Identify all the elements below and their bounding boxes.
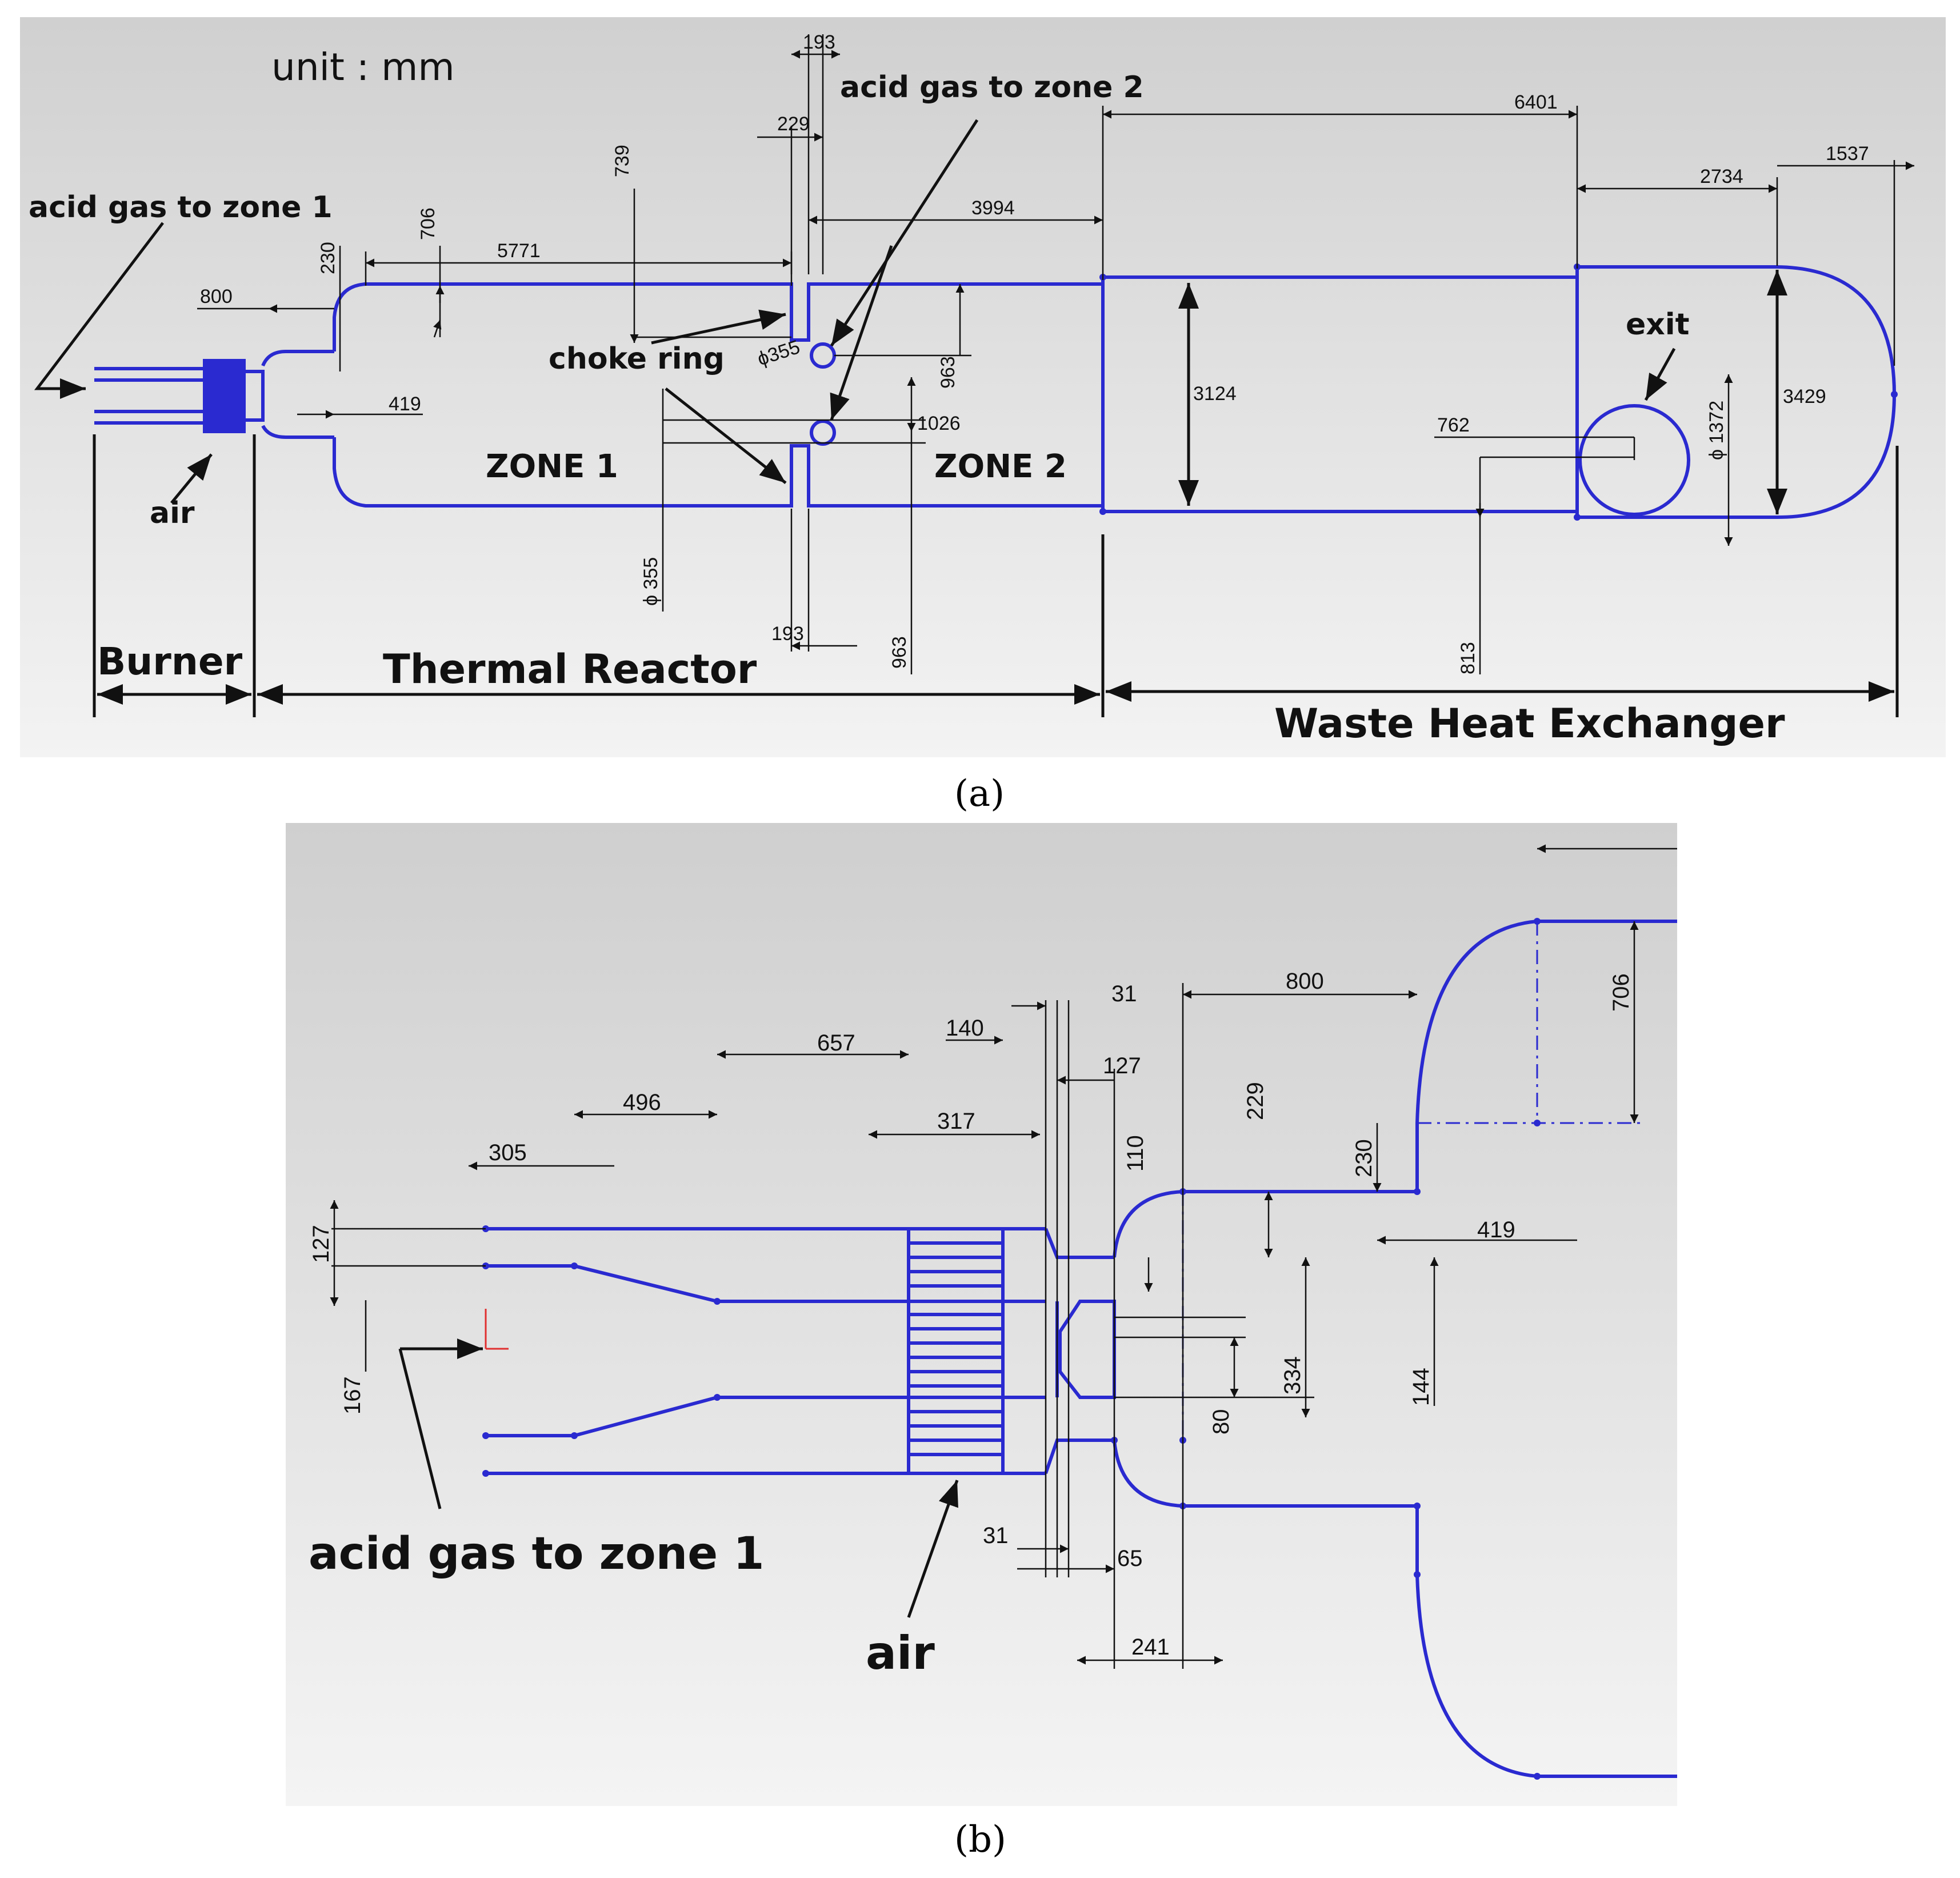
dim-b-144: 144 xyxy=(1409,1368,1434,1406)
label-acid-gas-zone1-b: acid gas to zone 1 xyxy=(309,1528,765,1580)
label-waste-heat-exchanger: Waste Heat Exchanger xyxy=(1274,700,1785,747)
dim-a-355-b: ϕ 355 xyxy=(640,557,662,606)
dim-b-230: 230 xyxy=(1351,1139,1377,1177)
dim-a-230: 230 xyxy=(317,242,339,274)
label-acid-gas-zone2: acid gas to zone 2 xyxy=(840,70,1144,105)
label-choke-ring: choke ring xyxy=(549,342,725,376)
leader-air-b xyxy=(907,1480,959,1618)
waste-heat-exchanger-geometry xyxy=(1099,263,1898,521)
dim-a-739: 739 xyxy=(611,145,633,177)
label-exit: exit xyxy=(1626,307,1690,342)
panel-b-dimension-lines xyxy=(330,844,1677,1669)
dim-a-193-top: 193 xyxy=(803,31,835,53)
dim-a-813: 813 xyxy=(1457,642,1479,674)
dim-b-229: 229 xyxy=(1243,1082,1268,1120)
dim-b-31-bot: 31 xyxy=(983,1523,1009,1548)
dim-b-127-left: 127 xyxy=(309,1225,334,1263)
dim-b-127-top: 127 xyxy=(1103,1053,1141,1078)
burner-detail-geometry xyxy=(482,918,1677,1780)
dim-b-657: 657 xyxy=(817,1030,855,1056)
dim-a-963-b: 963 xyxy=(889,636,910,669)
dim-a-1537: 1537 xyxy=(1826,143,1869,165)
dim-a-762: 762 xyxy=(1437,414,1470,436)
label-acid-gas-zone1-a: acid gas to zone 1 xyxy=(29,190,333,225)
dim-b-110: 110 xyxy=(1123,1135,1148,1172)
dim-b-305: 305 xyxy=(489,1140,527,1165)
dim-b-800: 800 xyxy=(1286,969,1324,994)
caption-b: (b) xyxy=(954,1819,1006,1861)
label-thermal-reactor: Thermal Reactor xyxy=(383,646,757,693)
panel-a-dimension-lines xyxy=(197,34,1914,674)
dim-a-193-bot: 193 xyxy=(771,623,804,645)
dim-a-800: 800 xyxy=(200,286,233,307)
dim-b-317: 317 xyxy=(937,1109,975,1134)
dim-a-3429: 3429 xyxy=(1783,386,1826,407)
dim-a-5771: 5771 xyxy=(497,240,541,262)
dim-a-3124: 3124 xyxy=(1193,383,1237,405)
unit-label: unit : mm xyxy=(271,45,455,89)
panel-a: unit : mm xyxy=(20,17,1946,815)
dim-b-31-top: 31 xyxy=(1111,981,1137,1006)
dim-b-167: 167 xyxy=(340,1376,365,1415)
label-zone1: ZONE 1 xyxy=(486,448,618,485)
dim-a-3994: 3994 xyxy=(971,197,1015,219)
dim-a-229: 229 xyxy=(777,113,810,135)
air-mixer-grid xyxy=(907,1229,1005,1473)
dim-b-496: 496 xyxy=(623,1090,661,1115)
dim-a-1372: ϕ 1372 xyxy=(1706,401,1727,460)
label-zone2: ZONE 2 xyxy=(934,448,1067,485)
caption-a: (a) xyxy=(954,773,1005,815)
dim-b-706: 706 xyxy=(1609,973,1634,1012)
burner-geometry xyxy=(94,350,334,439)
dim-a-6401: 6401 xyxy=(1514,91,1558,113)
dim-a-706: 706 xyxy=(417,207,439,240)
panel-b: acid gas to zone 1 air 305 496 657 140 3… xyxy=(286,823,1677,1861)
dim-a-419: 419 xyxy=(389,393,421,415)
dim-a-1026: 1026 xyxy=(917,413,961,434)
dim-b-419: 419 xyxy=(1477,1217,1515,1242)
dim-a-963-a: 963 xyxy=(937,356,959,389)
label-air-a: air xyxy=(150,496,195,530)
dim-b-80: 80 xyxy=(1209,1409,1234,1435)
leader-acid-gas-b xyxy=(398,1348,442,1509)
dim-b-65: 65 xyxy=(1117,1546,1143,1571)
dim-b-241: 241 xyxy=(1131,1635,1170,1660)
label-burner: Burner xyxy=(97,640,243,684)
dim-a-2734: 2734 xyxy=(1700,166,1743,187)
panel-a-background xyxy=(20,17,1946,757)
dim-b-140: 140 xyxy=(946,1016,984,1041)
panel-a-leaders xyxy=(34,119,1899,717)
label-air-b: air xyxy=(866,1627,935,1680)
dim-b-334: 334 xyxy=(1280,1356,1305,1394)
